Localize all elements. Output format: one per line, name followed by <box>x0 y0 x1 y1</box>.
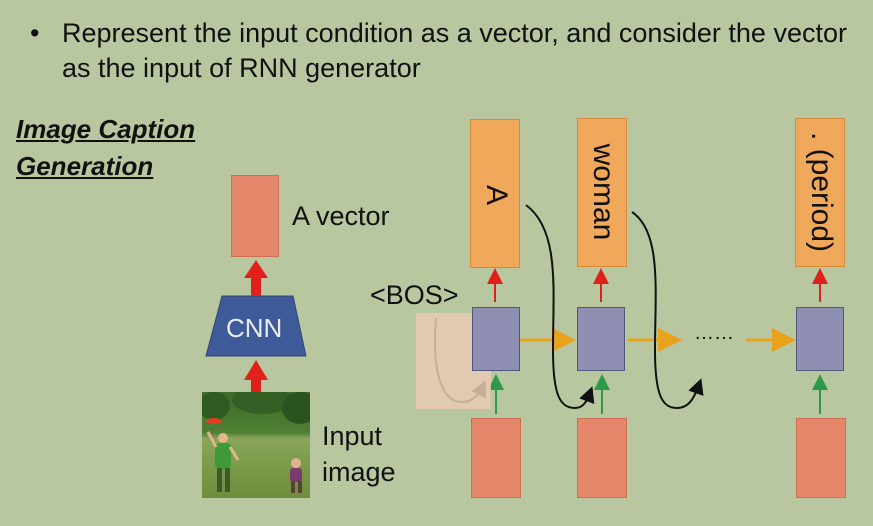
input-image-label-line1: Input <box>322 421 383 451</box>
input-image-label-line2: image <box>322 457 396 487</box>
photo-figures <box>202 392 310 493</box>
cnn-trapezoid <box>205 295 307 357</box>
feedback-arrow-a <box>525 204 595 410</box>
feedback-arrow-woman <box>631 211 704 410</box>
input-box-1 <box>471 418 521 498</box>
output-box-2: woman <box>577 118 627 267</box>
input-image <box>202 392 310 498</box>
ellipsis-label: …… <box>694 322 734 344</box>
bullet-text: Represent the input condition as a vecto… <box>62 18 847 83</box>
topic-title-line2: Generation <box>16 151 154 181</box>
topic-title-line1: Image Caption <box>16 114 196 144</box>
cnn-label: CNN <box>226 313 283 343</box>
input-box-3 <box>796 418 846 498</box>
rnn-block-3 <box>796 307 844 371</box>
output-box-1: A <box>470 119 520 268</box>
a-vector-label: A vector <box>292 201 390 231</box>
output-word-3: . (period) <box>805 131 838 253</box>
output-box-3: . (period) <box>795 118 845 267</box>
cnn-up-arrow-top <box>244 260 268 296</box>
bullet-symbol: • <box>30 18 40 48</box>
rnn-block-2 <box>577 307 625 371</box>
bos-label: <BOS> <box>370 280 459 310</box>
input-box-2 <box>577 418 627 498</box>
vector-box <box>231 175 279 257</box>
rnn-block-1 <box>472 307 520 371</box>
output-word-2: woman <box>587 143 620 241</box>
output-word-1: A <box>480 184 513 205</box>
